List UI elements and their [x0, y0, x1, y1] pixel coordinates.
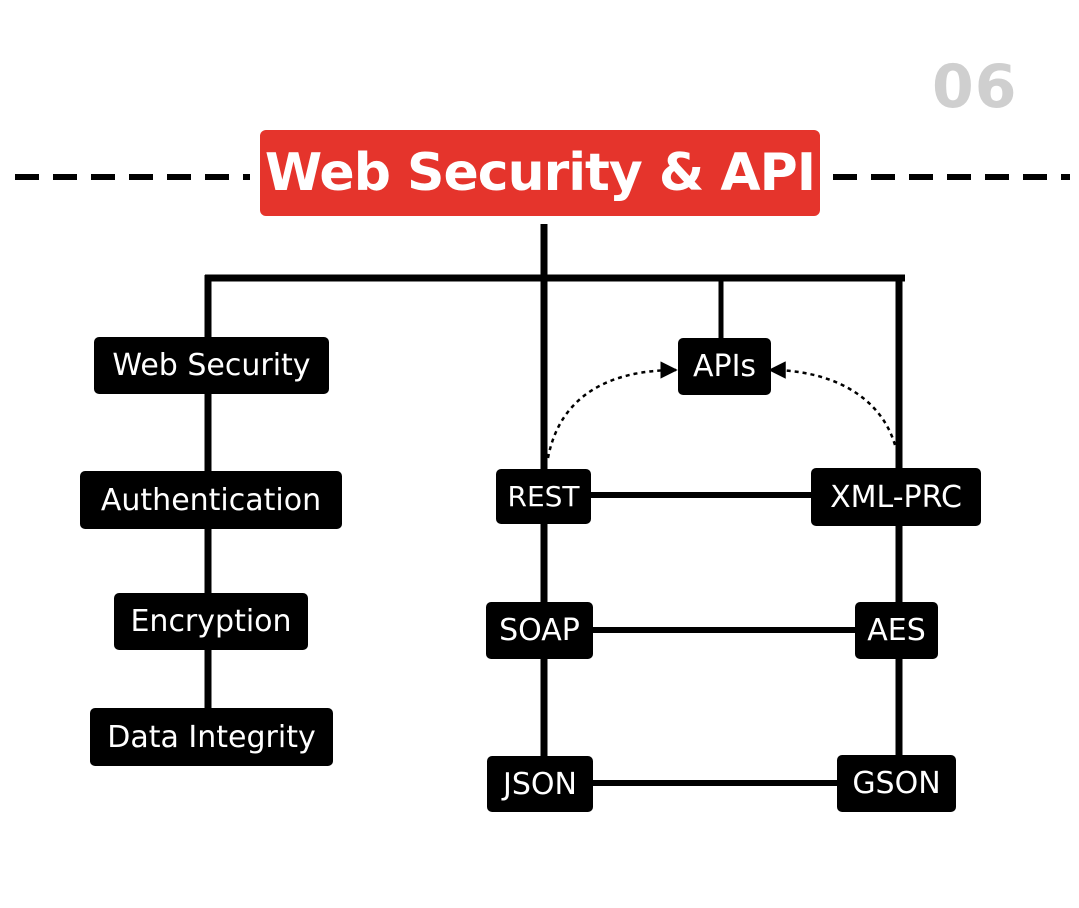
- diagram-title: Web Security & API: [260, 130, 820, 216]
- page-number: 06: [932, 52, 1018, 122]
- node-soap: SOAP: [486, 602, 593, 659]
- node-aes: AES: [855, 602, 938, 659]
- rest-to-apis-arrow: [546, 361, 678, 459]
- node-xml-prc: XML-PRC: [811, 468, 981, 526]
- node-web-security: Web Security: [94, 337, 329, 394]
- node-authentication: Authentication: [80, 471, 342, 529]
- node-encryption: Encryption: [114, 593, 308, 650]
- xml-to-apis-arrow: [768, 361, 897, 446]
- node-data-integrity: Data Integrity: [90, 708, 333, 766]
- node-json: JSON: [487, 756, 593, 812]
- node-rest: REST: [496, 469, 591, 524]
- node-apis: APIs: [678, 338, 771, 395]
- node-gson: GSON: [837, 755, 956, 812]
